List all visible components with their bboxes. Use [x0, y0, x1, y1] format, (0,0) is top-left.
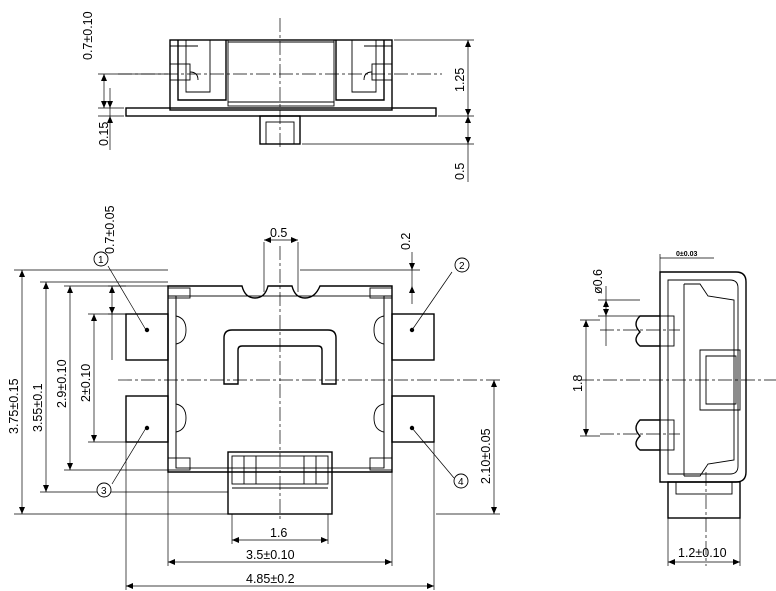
dim-offset: 0.2 [399, 233, 413, 250]
dim-center-height: 2.10±0.05 [479, 428, 493, 484]
dim-gap: 0.5 [270, 226, 287, 240]
dim-actuator-width: 1.6 [270, 526, 287, 540]
pin-label-2: 2 [459, 261, 465, 272]
dim-top-actuator: 0.5 [453, 163, 467, 180]
dim-top-height-tol: 0.7±0.10 [81, 11, 95, 60]
dim-terminal: 0.7±0.05 [103, 205, 117, 254]
side-view: 0±0.03 ø0.6 1.8 1.2±0.10 [571, 251, 776, 566]
pin-label-3: 3 [101, 486, 107, 497]
pin-label-1: 1 [98, 255, 104, 266]
front-view: 1 2 3 4 0.7±0.05 0.5 0.2 3.75±0.15 3.55±… [7, 205, 500, 590]
dim-hole: ø0.6 [591, 269, 605, 294]
dim-depth: 1.2±0.10 [678, 546, 727, 560]
pin-label-4: 4 [458, 477, 464, 488]
dim-top-height: 1.25 [453, 68, 467, 92]
dim-pitch-outer: 2.9±0.10 [55, 359, 69, 408]
dim-pitch-inner: 2±0.10 [79, 364, 93, 402]
dim-body-height: 3.55±0.1 [31, 383, 45, 432]
dim-top-base: 0.15 [97, 122, 111, 146]
dim-flatness: 0±0.03 [676, 251, 697, 258]
dim-body-width: 3.5±0.10 [246, 548, 295, 562]
top-view: 0.7±0.10 0.15 1.25 0.5 [81, 11, 474, 182]
dim-overall-width: 4.85±0.2 [246, 572, 295, 586]
dim-overall-height: 3.75±0.15 [7, 378, 21, 434]
dim-side-pitch: 1.8 [571, 375, 585, 392]
